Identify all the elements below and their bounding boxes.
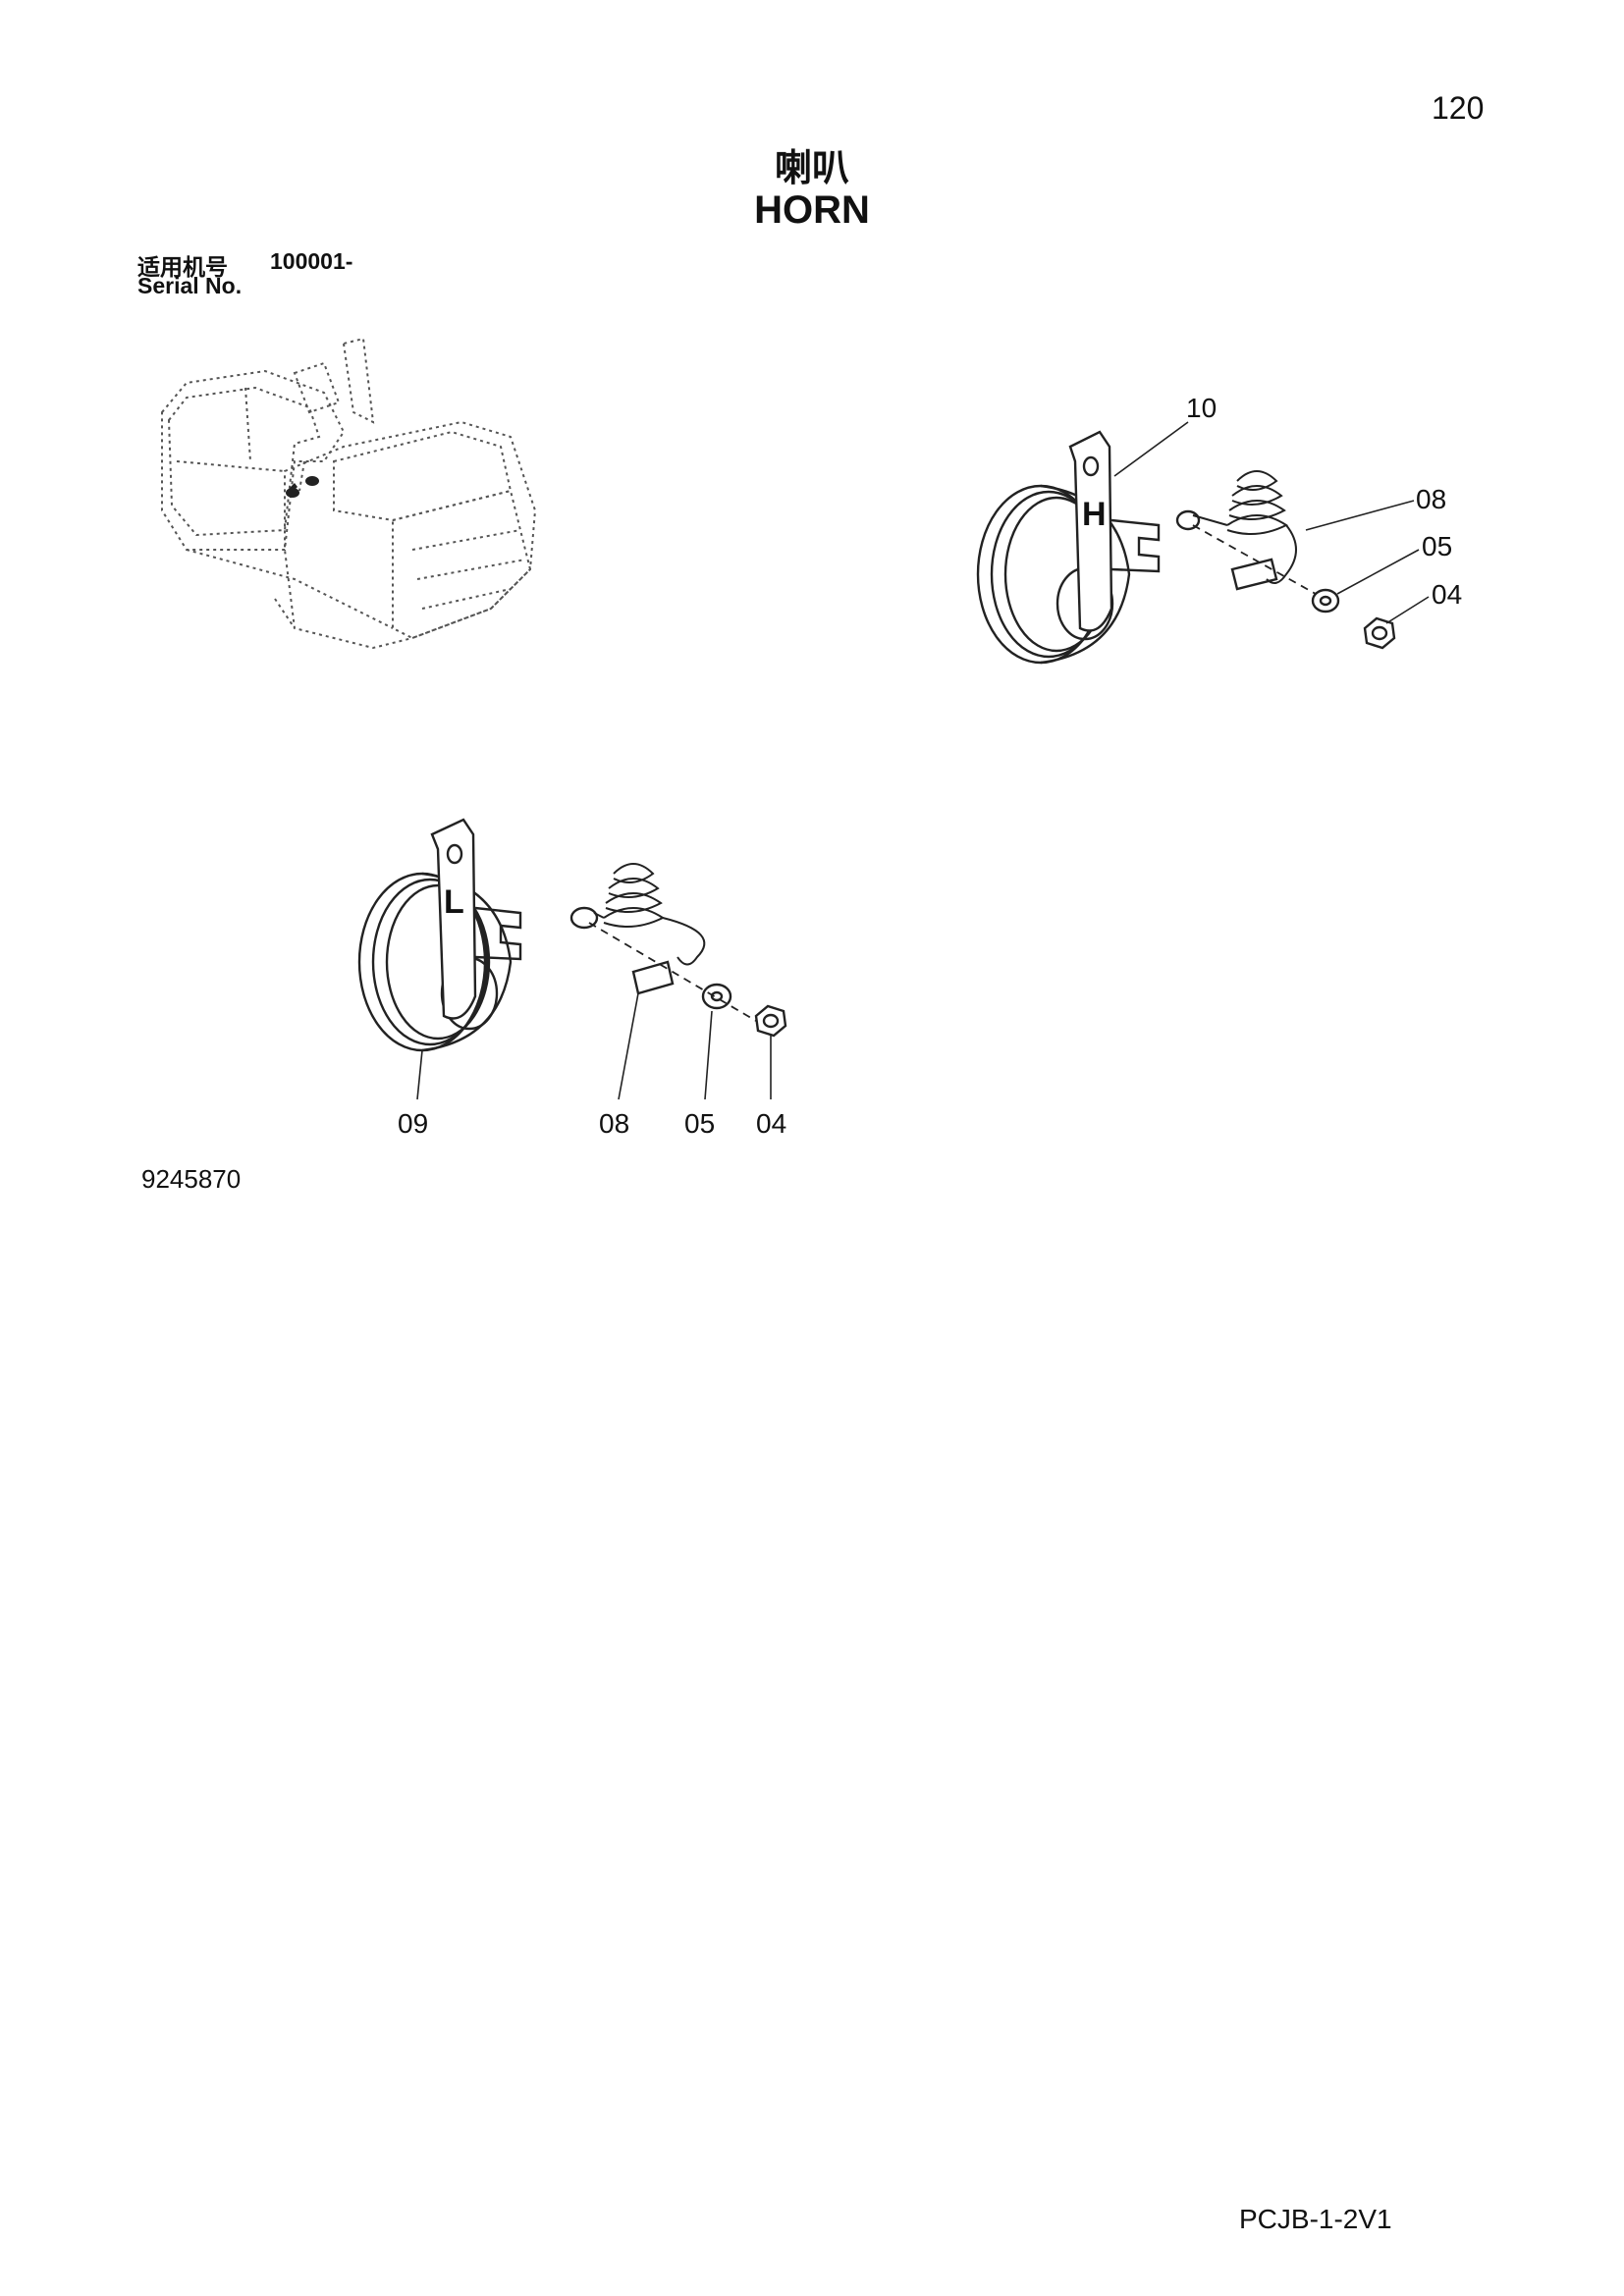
serial-label-chinese: 适用机号 bbox=[137, 255, 228, 281]
high-horn-ring-terminal bbox=[1175, 509, 1201, 531]
drawing-number: 9245870 bbox=[141, 1164, 242, 1194]
callout-label: 08 bbox=[1416, 484, 1446, 514]
callout-label: 05 bbox=[684, 1108, 715, 1139]
serial-range: 100001- bbox=[270, 248, 353, 274]
callout-label: 04 bbox=[756, 1108, 786, 1139]
low-horn-assembly bbox=[357, 818, 787, 1100]
low-horn-washer bbox=[701, 983, 732, 1010]
callout-label: 05 bbox=[1422, 531, 1452, 561]
high-horn-connector bbox=[1230, 558, 1278, 591]
high-horn-bracket bbox=[1068, 430, 1113, 632]
callout-label: 10 bbox=[1186, 393, 1217, 423]
page-title-chinese: 喇叭 bbox=[774, 146, 849, 189]
high-horn-nut bbox=[1363, 616, 1396, 650]
excavator-location-sketch bbox=[161, 337, 537, 650]
low-horn-plate-letter: L bbox=[444, 883, 464, 921]
callout-label: 04 bbox=[1432, 579, 1462, 610]
high-horn-plate-letter: H bbox=[1082, 496, 1107, 533]
serial-label: Serial No. bbox=[137, 273, 243, 298]
low-horn-bracket bbox=[430, 818, 477, 1020]
callout-label: 09 bbox=[398, 1108, 428, 1139]
low-horn-nut bbox=[754, 1004, 787, 1038]
callout-label: 08 bbox=[599, 1108, 629, 1139]
low-horn-wire bbox=[593, 863, 706, 966]
high-horn-assembly bbox=[976, 421, 1430, 665]
page-code: PCJB-1-2V1 bbox=[1239, 2204, 1392, 2234]
page-number: 120 bbox=[1432, 90, 1485, 126]
low-horn-ring-terminal bbox=[569, 906, 599, 930]
low-horn-connector bbox=[631, 960, 675, 995]
high-horn-washer bbox=[1311, 588, 1340, 614]
horn-location-marker bbox=[286, 476, 319, 498]
page-title: HORN bbox=[754, 188, 870, 232]
